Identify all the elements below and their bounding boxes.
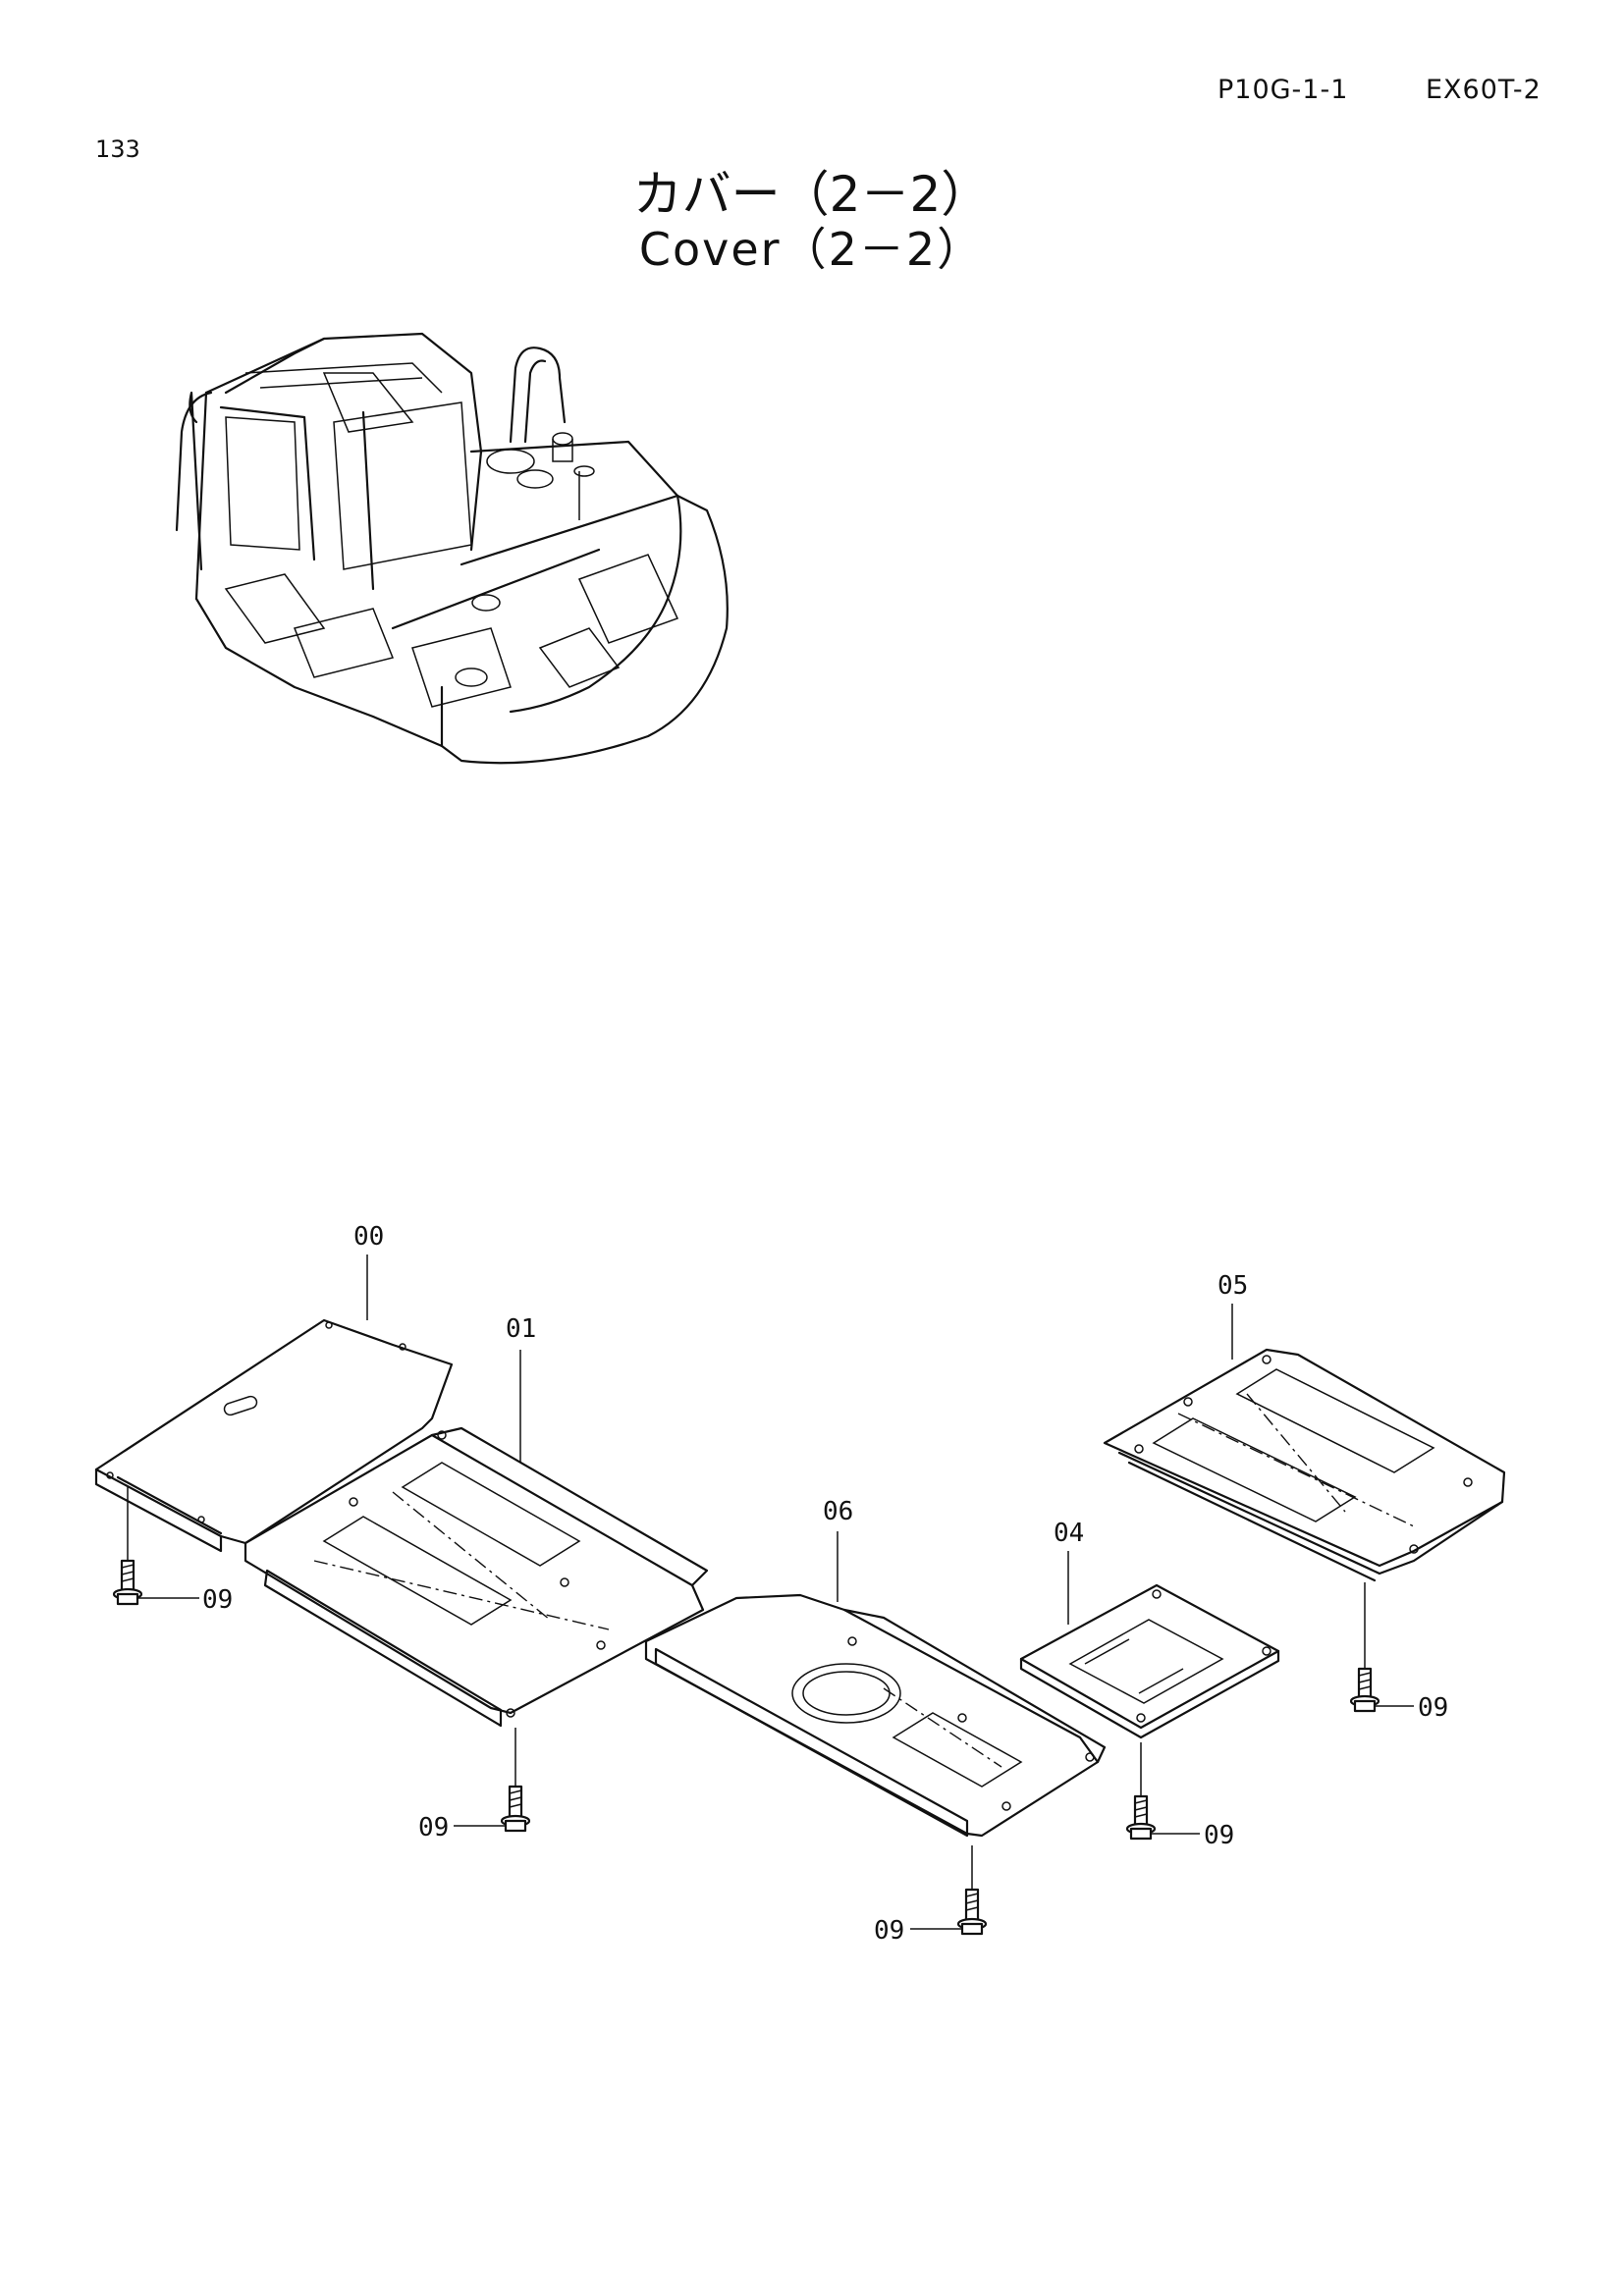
- bolt-09-b: [454, 1728, 531, 1833]
- part-04-inspection-cover: [1019, 1583, 1280, 1739]
- bolt-09-c: [910, 1845, 988, 1936]
- callout-00: 00: [353, 1222, 384, 1252]
- callout-01: 01: [506, 1314, 536, 1344]
- callout-leaders: [366, 1255, 1233, 1625]
- callout-09-d: 09: [1204, 1821, 1234, 1850]
- model-code: EX60T-2: [1426, 75, 1542, 105]
- part-00-floor-cover: [94, 1318, 454, 1553]
- callout-04: 04: [1054, 1519, 1084, 1548]
- title-english: Cover（2－2）: [638, 223, 985, 276]
- callout-09-e: 09: [1418, 1693, 1448, 1723]
- callout-09-c: 09: [874, 1916, 904, 1946]
- bolt-09-e: [1349, 1582, 1414, 1713]
- part-01-floor-cover: [243, 1426, 709, 1728]
- bolt-09-a: [112, 1487, 199, 1606]
- machine-overview-illustration: [175, 332, 729, 765]
- page-number: 133: [95, 135, 140, 163]
- bolt-09-d: [1125, 1742, 1200, 1841]
- section-code: P10G-1-1: [1217, 75, 1349, 105]
- callout-09-a: 09: [202, 1585, 233, 1615]
- part-06-center-cover: [644, 1593, 1107, 1838]
- title-japanese: カバー（2－2）: [632, 166, 991, 223]
- callout-06: 06: [823, 1497, 853, 1526]
- callout-05: 05: [1217, 1271, 1248, 1301]
- part-05-rear-cover: [1103, 1348, 1506, 1582]
- callout-09-b: 09: [418, 1813, 449, 1842]
